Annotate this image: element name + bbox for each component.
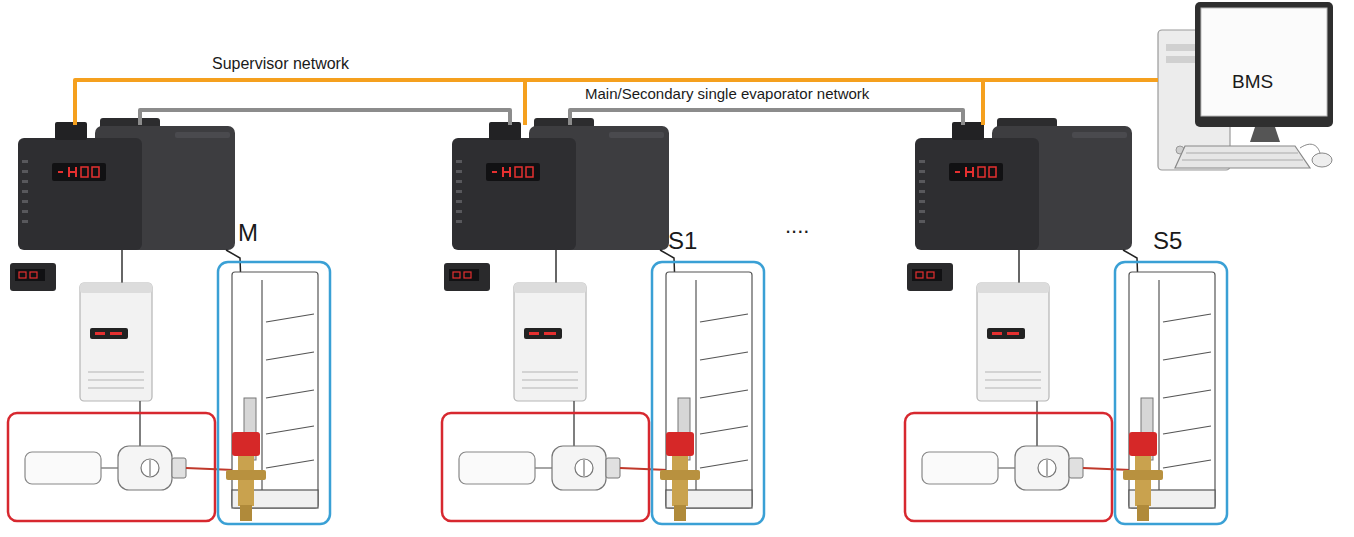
network-line bbox=[140, 110, 510, 125]
mouse-cord bbox=[1300, 144, 1320, 153]
unit-illustration bbox=[905, 118, 1227, 524]
unit-illustration bbox=[8, 118, 330, 524]
tower-bay bbox=[1166, 56, 1196, 63]
unit-label: BMS bbox=[1232, 72, 1273, 93]
controller-unit: S5 bbox=[915, 125, 1127, 250]
supervisor-line bbox=[983, 80, 1158, 125]
monitor-frame bbox=[1195, 2, 1333, 127]
bms-computer: BMS bbox=[1158, 0, 1350, 175]
network-label: Main/Secondary single evaporator network bbox=[585, 86, 869, 103]
unit-illustration bbox=[442, 118, 764, 524]
unit-label: M bbox=[238, 220, 258, 246]
controller-unit: S1 bbox=[452, 125, 664, 250]
ellipsis-label: .... bbox=[785, 214, 809, 238]
keyboard bbox=[1175, 146, 1310, 168]
supervisor-line bbox=[525, 80, 1158, 125]
keyboard-row bbox=[1182, 160, 1303, 161]
monitor-screen bbox=[1201, 8, 1327, 116]
keyboard-row bbox=[1186, 153, 1298, 154]
network-label: Supervisor network bbox=[212, 55, 349, 73]
unit-label: S1 bbox=[668, 228, 697, 254]
computer-mouse bbox=[1312, 153, 1332, 167]
unit-label: S5 bbox=[1153, 228, 1182, 254]
monitor-stand bbox=[1250, 127, 1280, 142]
controller-unit: M bbox=[18, 125, 230, 250]
tower-bay bbox=[1166, 44, 1196, 51]
network-line bbox=[570, 110, 963, 125]
supervisor-line bbox=[75, 80, 1158, 125]
